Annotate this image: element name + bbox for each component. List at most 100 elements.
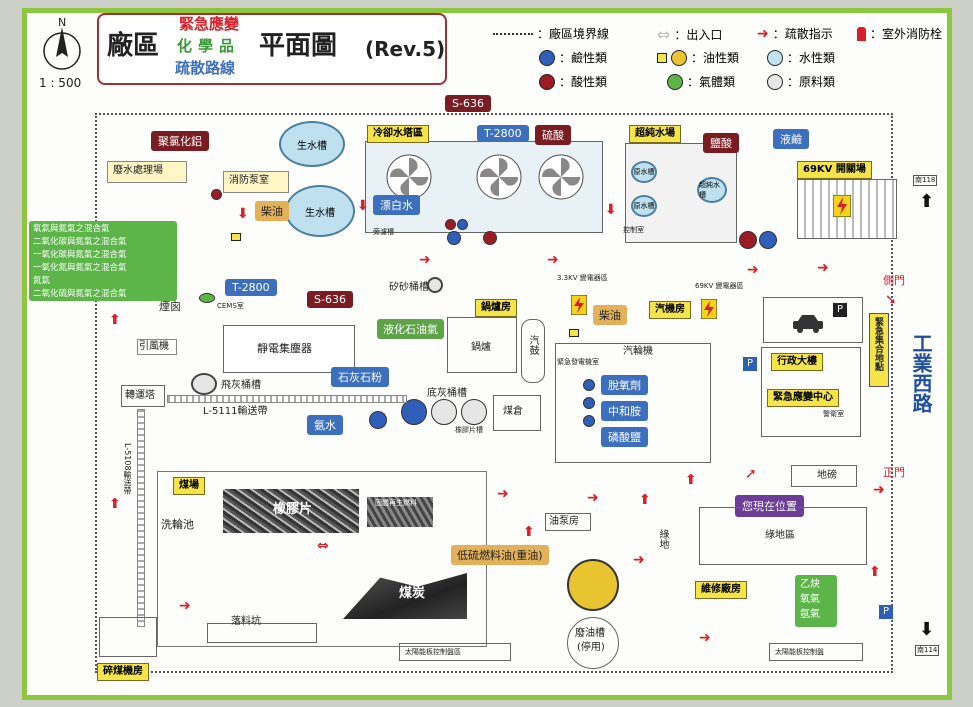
neutral-dot bbox=[583, 397, 595, 409]
lpg-tag: 液化石油氣 bbox=[377, 319, 444, 339]
gas-line-6: 二氧化硫與氮氣之混合氣 bbox=[33, 289, 127, 299]
cooling-fan-icon-2 bbox=[476, 154, 522, 200]
chimney-label: 煙囪 bbox=[159, 300, 181, 313]
bottomash-tank-2 bbox=[461, 399, 487, 425]
oiltank-label: 廢油槽 bbox=[575, 628, 605, 639]
control-room-1-label: 控制室 bbox=[623, 226, 644, 234]
fan-label: 引風機 bbox=[139, 341, 169, 352]
ultrapure-tank: 超純水槽 bbox=[697, 177, 727, 203]
diesel-box-1 bbox=[231, 233, 241, 241]
car-icon bbox=[793, 315, 823, 333]
h2so4-dot bbox=[483, 231, 497, 245]
title-main: 廠區 bbox=[107, 31, 160, 61]
legend-boundary: ：廠區境界線 bbox=[493, 25, 609, 42]
coal-label: 煤炭 bbox=[399, 586, 426, 601]
evac-arrow-21: ➜ bbox=[699, 630, 711, 646]
sub69-label: 69KV 變電器區 bbox=[695, 282, 744, 290]
greenbelt-label: 綠地 bbox=[657, 529, 668, 549]
ammonia-dot bbox=[369, 411, 387, 429]
legend-oil-label: ：油性類 bbox=[691, 51, 740, 65]
wastewater-label: 廢水處理場 bbox=[113, 165, 163, 176]
north-arrow-icon bbox=[43, 27, 81, 70]
bleach-tag: 漂白水 bbox=[373, 195, 420, 215]
legend-raw-label: ：原料類 bbox=[787, 75, 836, 89]
crusher-label: 碎煤機房 bbox=[97, 663, 149, 681]
naoh-tag: 液鹼 bbox=[773, 129, 809, 149]
coalyard-label: 煤場 bbox=[173, 477, 205, 495]
gas-dots bbox=[199, 293, 215, 303]
high-voltage-icon-2 bbox=[571, 295, 587, 315]
evac-arrow-19: ⇔ bbox=[317, 538, 329, 554]
exit-arrow-down-icon: ⬇ bbox=[919, 619, 935, 640]
evac-arrow-3: ⬇ bbox=[237, 206, 249, 222]
bottomash-tank-1 bbox=[431, 399, 457, 425]
parking-icon-1: P bbox=[833, 303, 847, 317]
t2800-top-tag: T-2800 bbox=[477, 125, 529, 142]
legend-water-label: ：水性類 bbox=[787, 51, 836, 65]
high-voltage-icon-3 bbox=[701, 299, 717, 319]
title-plan: 平面圖 bbox=[259, 31, 338, 61]
cooling-fan-icon-1 bbox=[386, 154, 432, 200]
cooling-fan-icon-3 bbox=[538, 154, 584, 200]
rawwater1-label: 生水槽 bbox=[297, 140, 327, 152]
oilpump-label: 油泵房 bbox=[549, 516, 579, 527]
alcl-dot bbox=[211, 189, 222, 200]
evac-arrow-12: ➜ bbox=[587, 490, 599, 506]
t2800-dot bbox=[457, 219, 468, 230]
boilerhouse-label: 鍋爐房 bbox=[475, 299, 517, 317]
parking-icon-2: P bbox=[743, 357, 757, 371]
title-sub-3: 疏散路線 bbox=[175, 59, 236, 77]
legend-raw: ：原料類 bbox=[767, 73, 835, 90]
evac-arrow-13: ⬆ bbox=[523, 524, 535, 540]
hcl-dot bbox=[739, 231, 757, 249]
transfer-label: 轉運塔 bbox=[125, 390, 155, 401]
oiltank2-label: (停用) bbox=[577, 642, 605, 653]
boundary-line-icon bbox=[493, 32, 533, 35]
title-rev: (Rev.5) bbox=[365, 37, 446, 61]
evac-arrow-icon: ➜ bbox=[757, 25, 769, 42]
gas-line-5: 氮氣 bbox=[33, 276, 51, 286]
pure-water-tank-1: 原水槽 bbox=[631, 161, 657, 183]
double-arrow-icon: ⇔ bbox=[657, 25, 671, 44]
road-label: 工業西路 bbox=[909, 333, 933, 413]
phosphate-tag: 磷酸鹽 bbox=[601, 427, 648, 447]
coalbin-box bbox=[493, 395, 541, 431]
pure-water-tank-2: 原水槽 bbox=[631, 195, 657, 217]
sub33-label: 3.3KV 變電器區 bbox=[557, 274, 608, 282]
evac-arrow-11: ➜ bbox=[497, 486, 509, 502]
belt-l5108 bbox=[137, 409, 145, 627]
legend-gas-label: ：氣體類 bbox=[687, 75, 736, 89]
evac-arrow-5: ⬇ bbox=[605, 202, 617, 218]
scale-label: 1 : 500 bbox=[39, 76, 82, 90]
admin-label: 行政大樓 bbox=[771, 353, 823, 371]
evac-arrow-1: ⬆ bbox=[109, 312, 121, 328]
evac-arrow-4: ⬇ bbox=[357, 198, 369, 214]
recycle-label: 固體再生燃料 bbox=[375, 499, 417, 507]
lime-tag: 石灰石粉 bbox=[331, 367, 389, 387]
bypass-label: 旁濾槽 bbox=[373, 228, 394, 236]
raw-dot-icon bbox=[767, 73, 783, 90]
wastewater-plant bbox=[107, 161, 187, 183]
deox-tag: 脫氧劑 bbox=[601, 375, 648, 395]
legend-alkali: ：鹼性類 bbox=[539, 49, 607, 66]
fueloil-tag: 低硫燃料油(重油) bbox=[451, 545, 549, 565]
boiler-label: 鍋爐 bbox=[471, 342, 491, 353]
evac-arrow-15: ⬆ bbox=[685, 472, 697, 488]
evac-arrow-16: ➚ bbox=[745, 466, 757, 482]
turbine-building bbox=[555, 343, 711, 463]
scale-room-label: 地磅 bbox=[817, 470, 837, 481]
legend-hydrant: ：室外消防栓 bbox=[857, 25, 942, 42]
ultratank-label: 超純水槽 bbox=[699, 181, 720, 199]
hcl-tag: 鹽酸 bbox=[703, 133, 739, 153]
cylinder-callout: 乙炔 氧氣 氬氣 bbox=[795, 575, 837, 627]
high-voltage-icon-1 bbox=[833, 195, 851, 217]
evac-arrow-18: ➜ bbox=[179, 598, 191, 614]
greenarea-box bbox=[699, 507, 867, 565]
legend-evac-label: ：疏散指示 bbox=[772, 27, 833, 41]
evac-arrow-6: ➜ bbox=[419, 252, 431, 268]
gas-callout: 氧氣與氮氣之混合氣 二氧化碳與氮氣之混合氣 一氧化碳與氮氣之混合氣 一氧化氮與氮… bbox=[29, 221, 177, 301]
gas-line-4: 一氧化氮與氮氣之混合氣 bbox=[33, 263, 127, 273]
sand-tank bbox=[427, 277, 443, 293]
legend-entrance: ⇔：出入口 bbox=[657, 25, 722, 44]
exit-arrow-up-icon: ⬆ bbox=[919, 191, 935, 212]
